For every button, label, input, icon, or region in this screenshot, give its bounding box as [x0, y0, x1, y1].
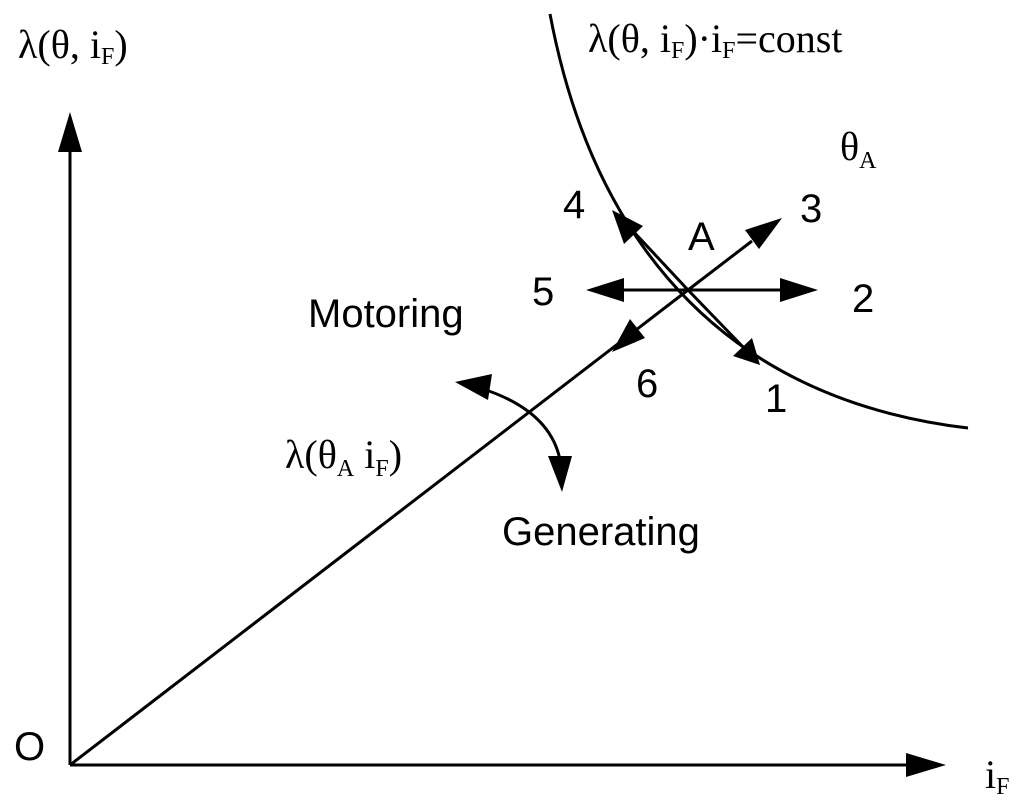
x-axis-arrowhead — [906, 753, 946, 777]
origin-label: O — [14, 725, 45, 769]
curve-label: λ(θ, iF)·iF=const — [588, 16, 842, 64]
x-axis-label: iF — [985, 752, 1009, 800]
arrow-2-head — [780, 278, 818, 302]
arrow-5-head — [586, 278, 624, 302]
point-a-label: A — [688, 215, 715, 259]
line-label: λ(θA iF) — [285, 432, 402, 482]
arrow-4-head — [612, 210, 643, 244]
y-axis-label: λ(θ, iF) — [18, 22, 128, 70]
magnetization-line — [69, 288, 689, 767]
arrow-1-shaft — [686, 288, 746, 350]
region-curved-arrow — [479, 386, 562, 461]
motoring-label: Motoring — [308, 292, 464, 336]
direction-label-6: 6 — [636, 362, 658, 406]
constant-curve — [548, 13, 969, 430]
direction-label-3: 3 — [800, 187, 822, 231]
direction-label-2: 2 — [852, 277, 874, 321]
y-axis-arrowhead — [58, 112, 82, 152]
arrow-1-head — [733, 338, 760, 365]
arrow-3-shaft — [687, 239, 753, 292]
theta-a-label: θA — [840, 124, 877, 174]
region-arrow-head-motoring — [455, 374, 492, 400]
direction-label-4: 4 — [563, 183, 585, 227]
arrow-3-head — [745, 218, 782, 249]
arrow-4-shaft — [630, 228, 690, 292]
direction-label-1: 1 — [765, 377, 787, 421]
direction-label-5: 5 — [532, 270, 554, 314]
generating-label: Generating — [502, 510, 700, 554]
arrow-6-head — [612, 319, 645, 352]
region-arrow-head-generating — [548, 456, 572, 492]
